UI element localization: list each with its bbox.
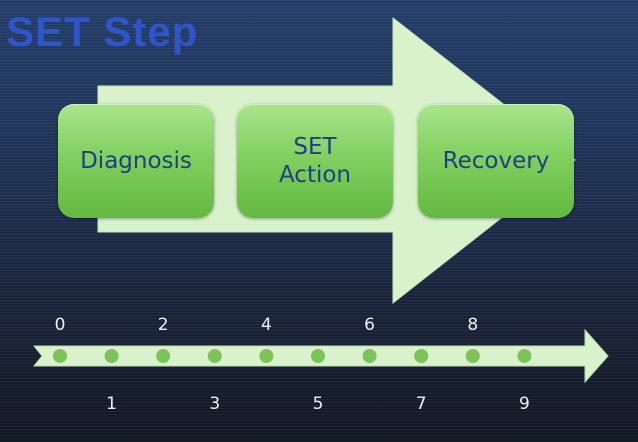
slide-title: SET Step (6, 8, 199, 55)
timeline-tick-label: 7 (415, 394, 427, 414)
timeline-tick-label: 1 (106, 394, 117, 414)
timeline-tick-label: 4 (260, 315, 272, 335)
timeline-dot (311, 349, 325, 363)
stage-label: Diagnosis (80, 148, 192, 174)
timeline-dot (104, 349, 119, 363)
stage-recovery: Recovery (418, 104, 574, 218)
timeline-dot (156, 349, 171, 363)
timeline-tick-label: 6 (364, 315, 375, 335)
timeline-tick-label: 9 (518, 394, 530, 414)
stage-diagnosis: Diagnosis (58, 104, 214, 218)
timeline-tick-label: 5 (312, 394, 324, 414)
stage-set-action: SET Action (237, 104, 393, 218)
timeline-dots (53, 349, 532, 363)
timeline-dot (259, 349, 274, 363)
stage-label: Recovery (442, 148, 550, 174)
timeline-dot (53, 349, 67, 363)
stage-label: SET Action (278, 134, 352, 188)
timeline-dot (362, 349, 377, 363)
timeline-tick-label: 0 (54, 315, 66, 335)
timeline-dot (207, 349, 222, 363)
timeline-dot (414, 349, 429, 363)
timeline-tick-label: 3 (209, 394, 221, 414)
timeline-dot (465, 349, 480, 363)
timeline-tick-label: 8 (467, 315, 479, 335)
timeline-dot (517, 349, 532, 363)
timeline-tick-label: 2 (157, 315, 169, 335)
